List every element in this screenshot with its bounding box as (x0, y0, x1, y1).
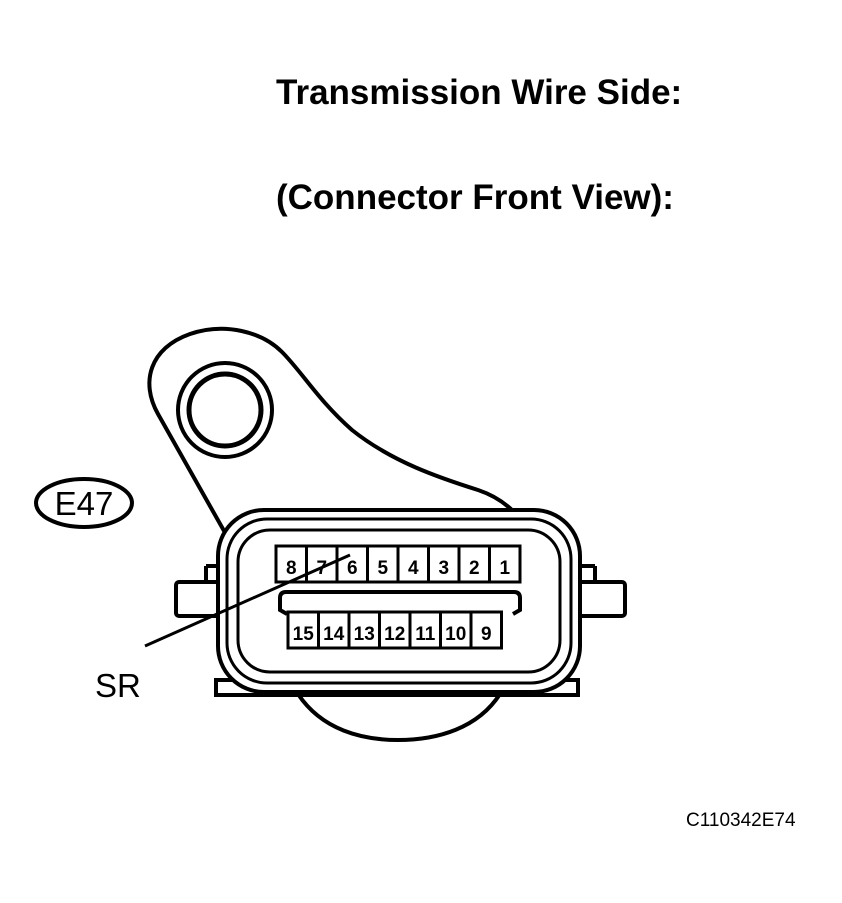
pin-cell-15 (286, 610, 320, 650)
mounting-hole-outer (176, 361, 274, 459)
title-connector-front-view: (Connector Front View): (276, 178, 674, 217)
pin-label-8: 8 (286, 558, 297, 579)
pin-label-5: 5 (377, 558, 388, 579)
bracket-outline (147, 326, 537, 546)
right-latch (573, 580, 627, 618)
connector-housing-outer (216, 508, 582, 694)
connector-id-text: E47 (55, 485, 114, 522)
bottom-row-rail (278, 590, 522, 616)
pin-label-4: 4 (408, 558, 419, 579)
pin-cell-11 (408, 610, 442, 650)
pin-label-14: 14 (323, 624, 345, 645)
bottom-pin-row: 15 14 13 12 11 10 9 (286, 610, 503, 650)
sr-leader-line (144, 553, 351, 648)
connector-housing-inner (236, 528, 562, 674)
pin-cell-13 (347, 610, 381, 650)
pin-cell-9 (469, 610, 503, 650)
pin-cell-1 (488, 544, 522, 584)
pin-label-15: 15 (293, 624, 315, 645)
pin-label-10: 10 (445, 624, 466, 645)
pin-label-6: 6 (347, 558, 358, 579)
figure-code: C110342E74 (686, 810, 796, 831)
pin-label-9: 9 (481, 624, 492, 645)
pin-label-3: 3 (438, 558, 449, 579)
connector-housing-mid (225, 517, 573, 685)
top-pin-row: 87654321 (274, 544, 522, 584)
mounting-hole-inner (186, 371, 264, 449)
pin-label-2: 2 (469, 558, 480, 579)
body-lower-arc (296, 692, 502, 743)
pin-label-11: 11 (415, 624, 436, 645)
sr-label: SR (95, 667, 141, 704)
pin-label-12: 12 (384, 624, 405, 645)
title-transmission-wire-side: Transmission Wire Side: (276, 73, 683, 112)
pin-label-1: 1 (499, 558, 510, 579)
connector-id-badge (34, 477, 134, 529)
pin-label-13: 13 (354, 624, 375, 645)
pin-cell-14 (317, 610, 351, 650)
